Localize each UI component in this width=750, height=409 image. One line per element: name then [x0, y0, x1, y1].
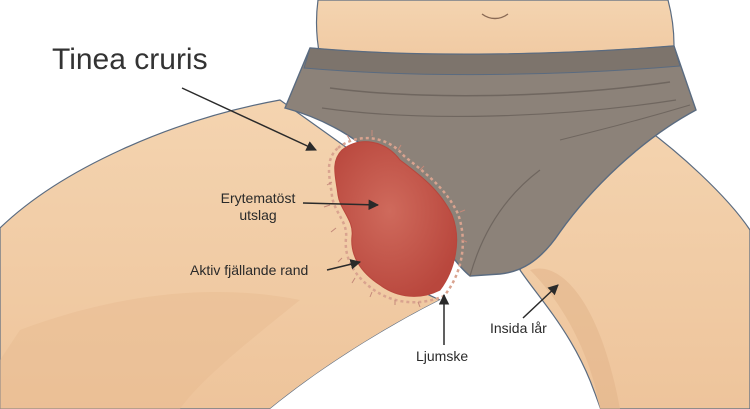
erythema-label-line1: Erytematöst — [220, 190, 296, 206]
right-thigh-shadow — [530, 268, 620, 409]
active-border-arrow — [326, 259, 362, 271]
diagram-title: Tinea cruris — [52, 43, 208, 76]
erythema-label-line2: utslag — [239, 206, 277, 223]
inner-thigh-label: Insida lår — [490, 320, 547, 336]
navel — [481, 13, 509, 20]
inner-thigh-arrow — [522, 284, 559, 319]
crotch-gap — [270, 271, 600, 409]
active-border-label: Aktiv fjällande rand — [190, 262, 309, 278]
title-arrow — [181, 87, 317, 151]
erythema-arrow — [302, 199, 380, 210]
scales — [323, 130, 468, 308]
scaly-border — [327, 136, 465, 304]
groin-label: Ljumske — [416, 348, 469, 364]
left-thigh-shadow — [0, 291, 300, 409]
waistband — [303, 45, 681, 76]
erythema-label: Erytematöst utslag — [208, 190, 308, 224]
rash-patch — [334, 141, 458, 297]
